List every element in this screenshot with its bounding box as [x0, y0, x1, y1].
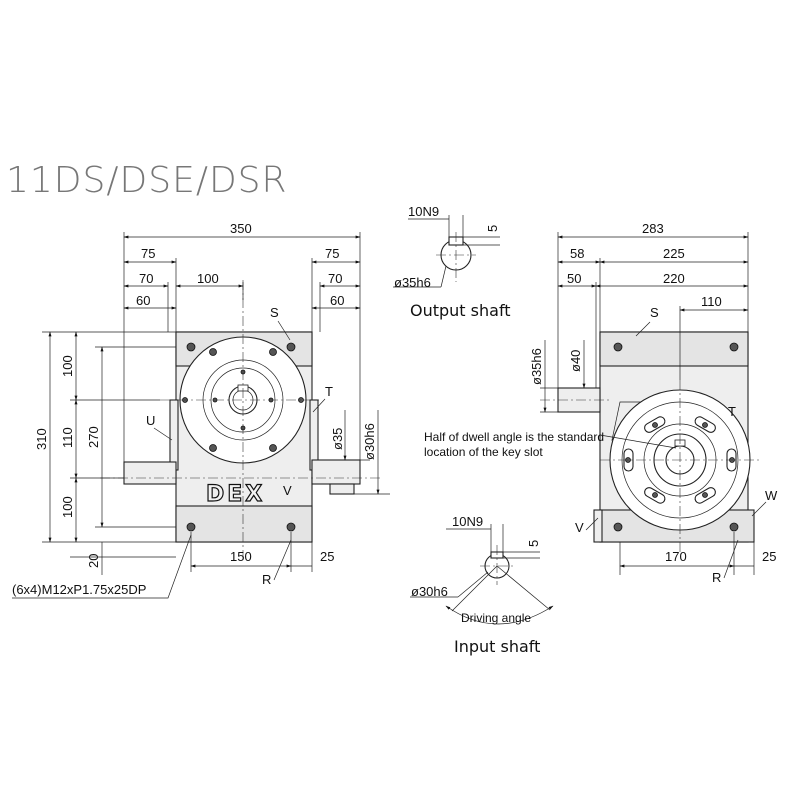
dim-50: 50 [567, 271, 581, 286]
input-key-label: 10N9 [452, 514, 483, 529]
dim-58: 58 [570, 246, 584, 261]
dim-100-upper: 100 [60, 355, 75, 377]
input-shaft-caption: Input shaft [454, 637, 540, 656]
dim-dia-40: ø40 [568, 350, 583, 372]
dim-110: 110 [701, 294, 722, 309]
dim-350: 350 [230, 221, 252, 236]
side-label-r: R [712, 570, 721, 585]
side-label-t: T [728, 404, 736, 419]
dim-25-side: 25 [762, 549, 776, 564]
front-view-dimensions: 350 75 75 70 100 70 60 60 310 270 100 11… [12, 221, 390, 599]
side-label-w: W [765, 488, 778, 503]
output-diameter-label: ø35h6 [394, 275, 431, 290]
label-t: T [325, 384, 333, 399]
dim-75-left: 75 [141, 246, 155, 261]
label-s: S [270, 305, 279, 320]
dim-dia-35h6: ø35h6 [529, 348, 544, 385]
output-shaft-caption: Output shaft [410, 301, 511, 320]
dim-100-lower: 100 [60, 496, 75, 518]
dim-60-left: 60 [136, 293, 150, 308]
dim-225: 225 [663, 246, 685, 261]
dim-60-right: 60 [330, 293, 344, 308]
dim-dia-35: ø35 [330, 428, 345, 450]
dim-220: 220 [663, 271, 685, 286]
dim-270: 270 [86, 426, 101, 448]
drawing-title: 11DS/DSE/DSR [6, 160, 288, 201]
side-view [540, 331, 760, 552]
tap-note: (6x4)M12xP1.75x25DP [12, 582, 146, 597]
key-slot-note-line1: Half of dwell angle is the standard [424, 430, 604, 444]
input-diameter-label: ø30h6 [411, 584, 448, 599]
side-label-v: V [575, 520, 584, 535]
dim-110: 110 [60, 427, 75, 448]
dim-70-right: 70 [328, 271, 342, 286]
output-depth-label: 5 [485, 225, 500, 232]
side-view-dimensions: 283 58 225 50 220 110 ø35h6 ø40 170 25 S… [424, 221, 778, 585]
label-v: V [283, 483, 292, 498]
output-key-label: 10N9 [408, 204, 439, 219]
input-shaft-detail: 10N9 5 ø30h6 Driving angle Input shaft [410, 514, 554, 656]
dim-25: 25 [320, 549, 334, 564]
label-u: U [146, 413, 155, 428]
dim-20: 20 [86, 554, 101, 568]
output-shaft-detail: 10N9 5 ø35h6 Output shaft [393, 204, 511, 320]
dim-dia-30h6: ø30h6 [362, 423, 377, 460]
dim-70-left: 70 [139, 271, 153, 286]
side-label-s: S [650, 305, 659, 320]
dim-283: 283 [642, 221, 664, 236]
dim-100: 100 [197, 271, 219, 286]
dim-150: 150 [230, 549, 252, 564]
label-r: R [262, 572, 271, 587]
dim-170: 170 [665, 549, 687, 564]
driving-angle-label: Driving angle [461, 611, 531, 625]
brand-logo: DEX [206, 482, 265, 507]
dim-310: 310 [34, 428, 49, 450]
input-depth-label: 5 [526, 540, 541, 547]
dim-75-right: 75 [325, 246, 339, 261]
front-view: DEX [100, 280, 380, 562]
key-slot-note-line2: location of the key slot [424, 445, 543, 459]
